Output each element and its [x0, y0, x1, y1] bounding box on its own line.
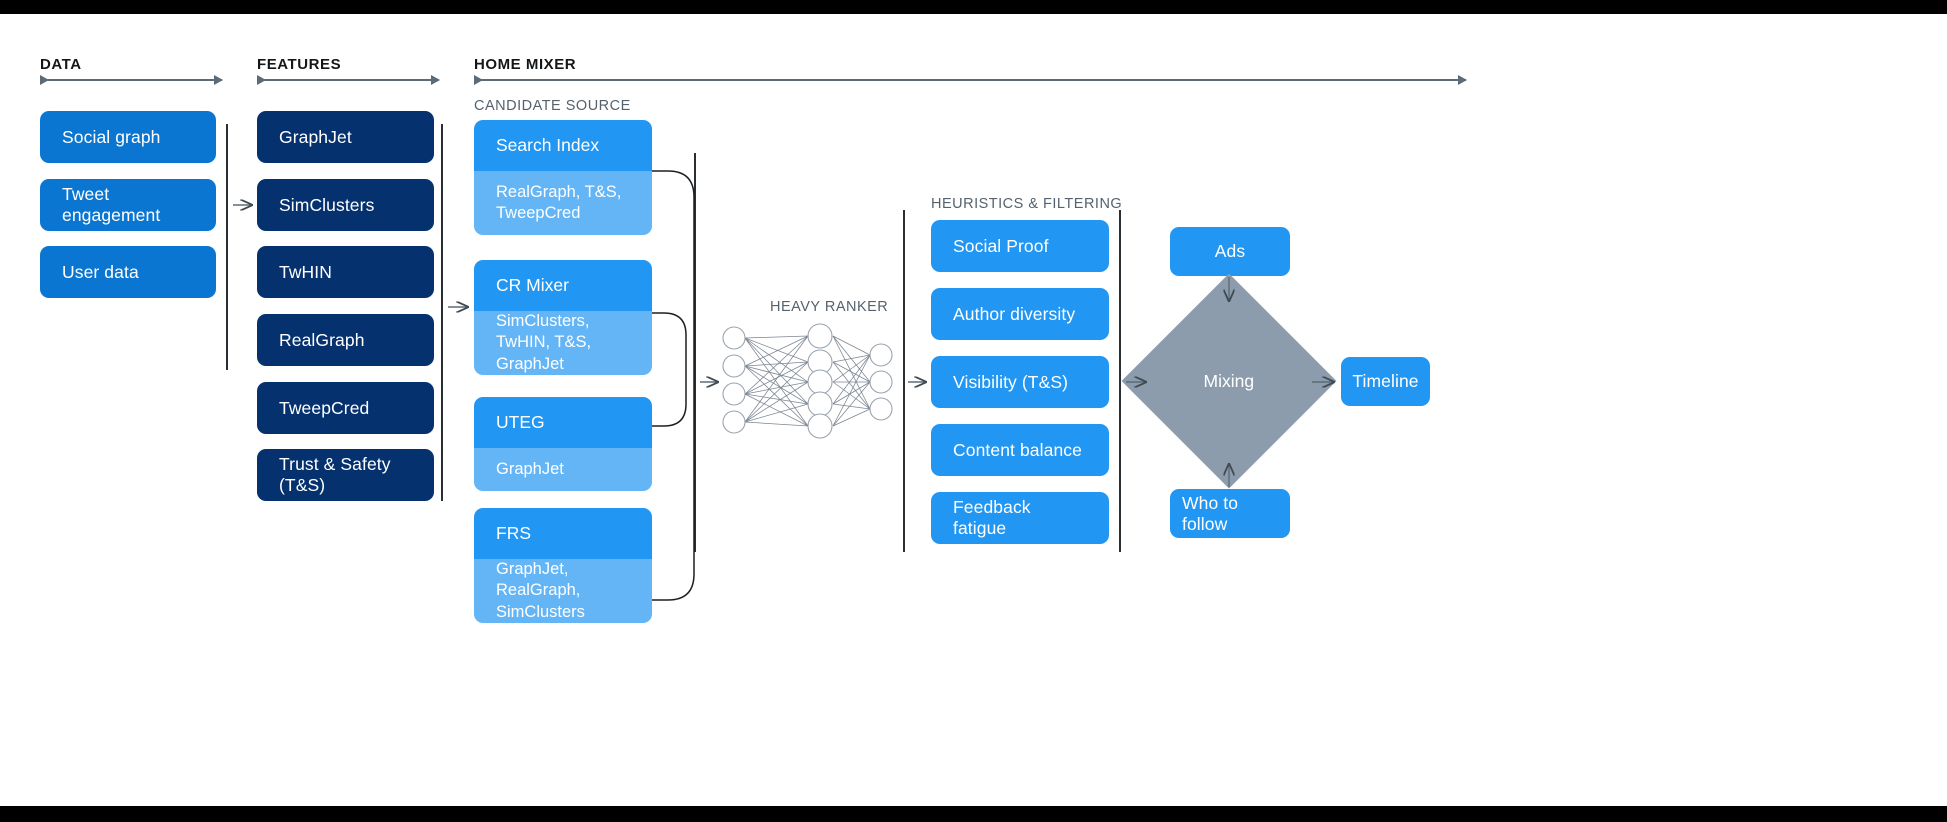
section-title-features: FEATURES [257, 56, 342, 73]
divider-data-features [226, 124, 228, 370]
nn-input-node [722, 382, 746, 406]
feature-box-tweepcred[interactable]: TweepCred [257, 382, 434, 434]
candidate-source-frs[interactable]: FRS GraphJet, RealGraph, SimClusters [474, 508, 652, 623]
candidate-source-features: GraphJet [474, 448, 652, 491]
nn-hidden-node [807, 323, 833, 349]
subsection-title-candidate-source: CANDIDATE SOURCE [474, 98, 631, 114]
nn-output-node [869, 343, 893, 367]
heuristic-box-author-diversity[interactable]: Author diversity [931, 288, 1109, 340]
nn-input-node [722, 354, 746, 378]
feature-box-label: Trust & Safety (T&S) [279, 454, 391, 495]
axis-line [257, 79, 439, 81]
who-to-follow-label: Who to follow [1182, 492, 1239, 534]
candidate-source-name: Search Index [474, 120, 652, 171]
who-to-follow-box[interactable]: Who to follow [1170, 489, 1290, 538]
data-box-label: User data [62, 261, 139, 282]
timeline-label: Timeline [1352, 371, 1419, 391]
candidate-source-name: CR Mixer [474, 260, 652, 311]
timeline-box[interactable]: Timeline [1341, 357, 1430, 406]
nn-input-node [722, 410, 746, 434]
feature-box-label: GraphJet [279, 126, 352, 147]
candidate-source-features: RealGraph, T&S, TweepCred [474, 171, 652, 235]
brace-inner-candidates [652, 312, 687, 427]
feature-box-label: TwHIN [279, 261, 332, 282]
heuristic-box-label: Social Proof [953, 235, 1049, 256]
data-axis-arrow [40, 75, 223, 85]
home-mixer-axis-arrow [474, 75, 1467, 85]
data-box-tweet-engagement[interactable]: Tweet engagement [40, 179, 216, 231]
heavy-ranker-network [722, 323, 893, 439]
feature-box-label: SimClusters [279, 194, 375, 215]
ads-label: Ads [1214, 241, 1246, 261]
data-box-user-data[interactable]: User data [40, 246, 216, 298]
axis-end-arrow [1458, 75, 1467, 85]
feature-box-graphjet[interactable]: GraphJet [257, 111, 434, 163]
subsection-title-heuristics: HEURISTICS & FILTERING [931, 196, 1123, 212]
nn-hidden-node [807, 391, 833, 417]
heuristic-box-label: Visibility (T&S) [953, 371, 1069, 392]
nn-output-node [869, 397, 893, 421]
candidate-source-search-index[interactable]: Search Index RealGraph, T&S, TweepCred [474, 120, 652, 235]
divider-candidates-ranker [694, 153, 696, 552]
heuristic-box-label: Author diversity [953, 303, 1076, 324]
axis-line [40, 79, 222, 81]
axis-line [474, 79, 1466, 81]
heuristic-box-social-proof[interactable]: Social Proof [931, 220, 1109, 272]
section-title-data: DATA [40, 56, 82, 73]
candidate-source-cr-mixer[interactable]: CR Mixer SimClusters, TwHIN, T&S, GraphJ… [474, 260, 652, 375]
feature-box-trust-safety[interactable]: Trust & Safety (T&S) [257, 449, 434, 501]
axis-end-arrow [214, 75, 223, 85]
divider-ranker-heuristics [903, 210, 905, 552]
heuristic-box-label: Content balance [953, 439, 1082, 460]
candidate-source-name: UTEG [474, 397, 652, 448]
subsection-title-heavy-ranker: HEAVY RANKER [770, 299, 889, 315]
nn-input-node [722, 326, 746, 350]
nn-hidden-node [807, 349, 833, 375]
diagram-canvas: DATA FEATURES HOME MIXER Social graph [0, 14, 1947, 806]
candidate-source-features: GraphJet, RealGraph, SimClusters [474, 559, 652, 623]
nn-output-node [869, 370, 893, 394]
mixing-label: Mixing [1203, 370, 1255, 391]
mixing-diamond[interactable]: Mixing [1121, 273, 1337, 489]
heuristic-box-feedback-fatigue[interactable]: Feedback fatigue [931, 492, 1109, 544]
candidate-source-name: FRS [474, 508, 652, 559]
feature-box-label: RealGraph [279, 329, 365, 350]
feature-box-simclusters[interactable]: SimClusters [257, 179, 434, 231]
brace-outer-candidates [652, 170, 695, 601]
divider-heuristics-mixing [1119, 210, 1121, 552]
features-axis-arrow [257, 75, 440, 85]
heuristic-box-label: Feedback fatigue [953, 497, 1031, 538]
feature-box-twhin[interactable]: TwHIN [257, 246, 434, 298]
divider-features-homemixer [441, 124, 443, 501]
heuristic-box-content-balance[interactable]: Content balance [931, 424, 1109, 476]
feature-box-label: TweepCred [279, 397, 370, 418]
feature-box-realgraph[interactable]: RealGraph [257, 314, 434, 366]
nn-hidden-node [807, 413, 833, 439]
section-title-home-mixer: HOME MIXER [474, 56, 577, 73]
heuristic-box-visibility[interactable]: Visibility (T&S) [931, 356, 1109, 408]
data-box-social-graph[interactable]: Social graph [40, 111, 216, 163]
data-box-label: Tweet engagement [62, 184, 161, 225]
candidate-source-uteg[interactable]: UTEG GraphJet [474, 397, 652, 491]
nn-hidden-node [807, 369, 833, 395]
ads-box[interactable]: Ads [1170, 227, 1290, 276]
candidate-source-features: SimClusters, TwHIN, T&S, GraphJet [474, 311, 652, 375]
data-box-label: Social graph [62, 126, 161, 147]
axis-end-arrow [431, 75, 440, 85]
